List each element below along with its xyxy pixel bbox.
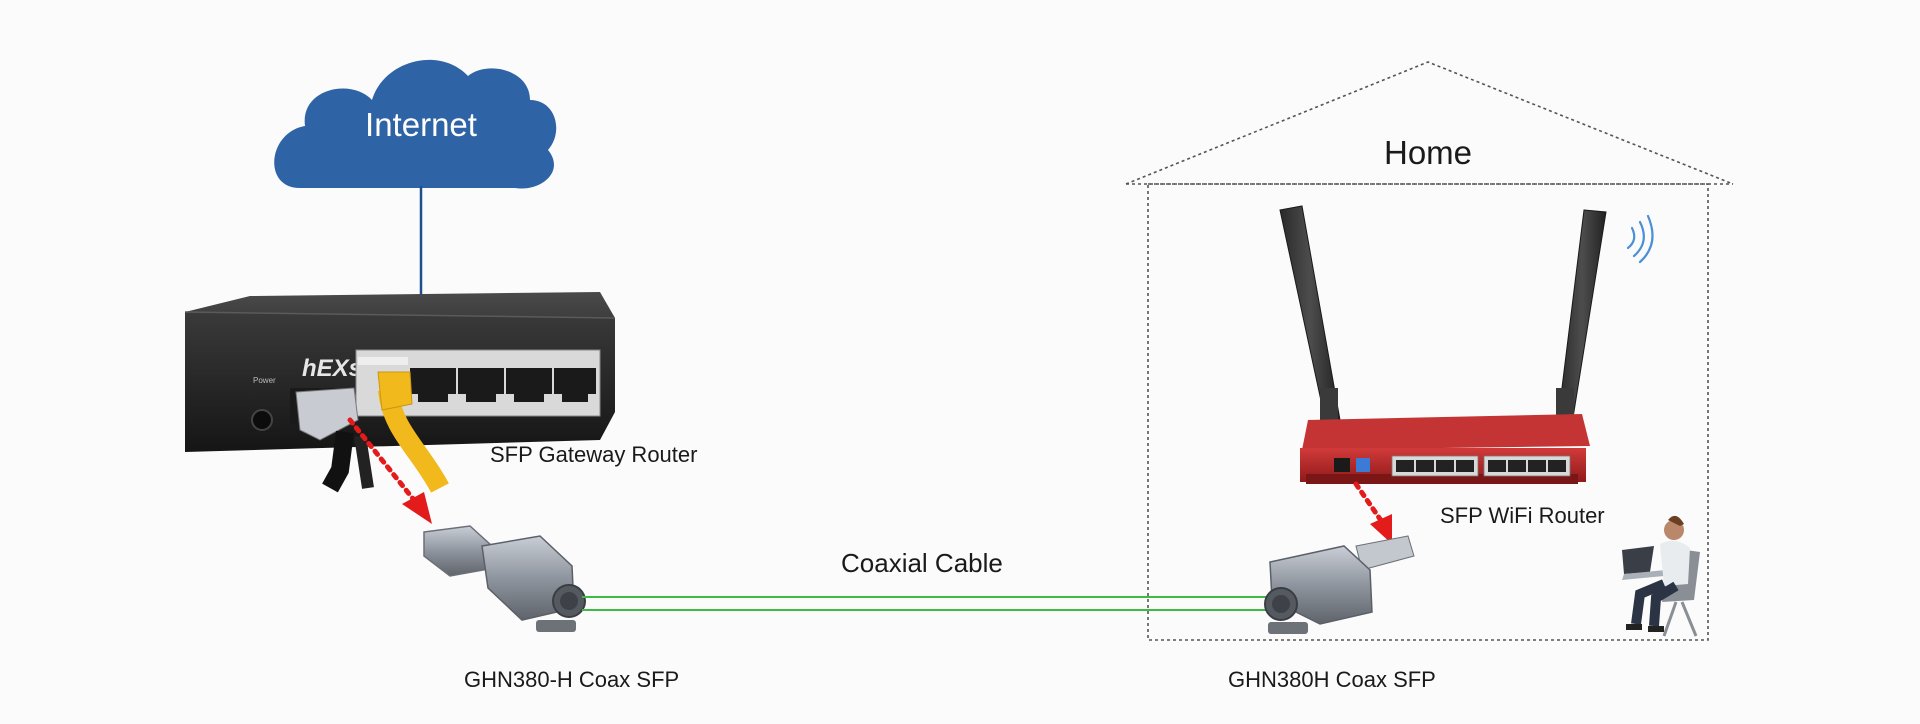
coaxial-cable [582, 596, 1270, 611]
home-label: Home [1384, 134, 1473, 171]
svg-text:Power: Power [253, 376, 276, 385]
sfp-insert-arrow [347, 417, 432, 524]
wifi-signal-icon [1626, 214, 1654, 264]
coax-sfp-module-icon-right [1264, 535, 1415, 634]
sfp-gateway-router-label: SFP Gateway Router [490, 442, 698, 467]
house-outline [1125, 61, 1734, 641]
coaxial-cable-label: Coaxial Cable [841, 548, 1003, 578]
coax-sfp-module-icon [423, 525, 586, 632]
left-sfp-label: GHN380-H Coax SFP [464, 667, 680, 692]
sfp-wifi-router-label: SFP WiFi Router [1440, 503, 1605, 528]
internet-label: Internet [365, 106, 477, 143]
right-sfp-label: GHN380H Coax SFP [1228, 667, 1436, 692]
svg-text:hEXs: hEXs [302, 355, 362, 382]
gateway-router-icon: Power hEXs [184, 292, 616, 493]
wifi-router-icon [1279, 205, 1607, 484]
cloud-icon [274, 59, 557, 189]
sfp-insert-arrow-right [1353, 481, 1392, 544]
person-at-laptop-icon [1622, 515, 1700, 637]
